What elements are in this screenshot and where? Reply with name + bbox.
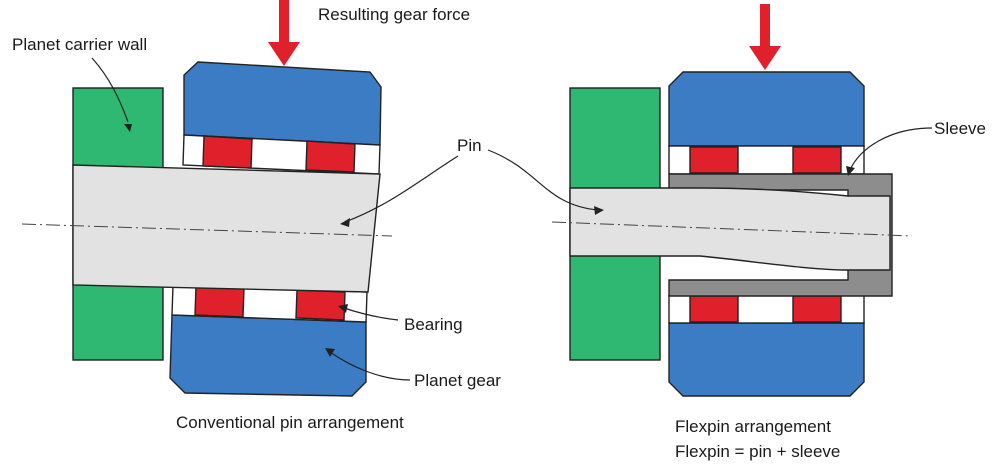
- leader-lines: [91, 57, 933, 381]
- leader-carrier-wall: [91, 57, 129, 123]
- label-pin: Pin: [457, 136, 482, 155]
- center-axis-left: [21, 223, 393, 237]
- force-arrow-left: [268, 0, 300, 66]
- label-force: Resulting gear force: [318, 5, 470, 24]
- planet-gear-right-bottom: [668, 322, 865, 397]
- bearing-roller: [305, 140, 356, 173]
- caption-conventional: Conventional pin arrangement: [176, 413, 404, 432]
- leader-sleeve: [849, 127, 933, 171]
- flexpin-arrangement: [551, 4, 913, 397]
- leader-bearing: [343, 307, 399, 321]
- label-bearing: Bearing: [404, 315, 463, 334]
- caption-flexpin-formula: Flexpin = pin + sleeve: [675, 442, 840, 461]
- bearing-roller: [202, 135, 253, 169]
- bearing-roller: [295, 289, 346, 321]
- force-arrow-right: [749, 4, 781, 70]
- center-axis-right: [551, 221, 913, 237]
- bearing-roller: [689, 146, 739, 174]
- planet-gear-left-bottom: [169, 314, 367, 397]
- bearing-roller: [194, 285, 245, 318]
- leader-planet-gear: [329, 351, 411, 381]
- bearing-roller: [792, 146, 842, 174]
- label-carrier-wall: Planet carrier wall: [12, 35, 147, 54]
- conventional-arrangement: [21, 0, 393, 397]
- bearing-roller: [689, 295, 739, 323]
- bearing-roller: [792, 295, 842, 323]
- pin-left: [72, 164, 381, 293]
- planet-gear-right-top: [668, 71, 865, 147]
- label-sleeve: Sleeve: [934, 119, 986, 138]
- leader-pin-left: [344, 155, 459, 223]
- caption-flexpin: Flexpin arrangement: [675, 417, 831, 436]
- planet-gear-left-top: [183, 61, 382, 146]
- label-planet-gear: Planet gear: [414, 371, 501, 390]
- leader-pin-right: [487, 149, 599, 211]
